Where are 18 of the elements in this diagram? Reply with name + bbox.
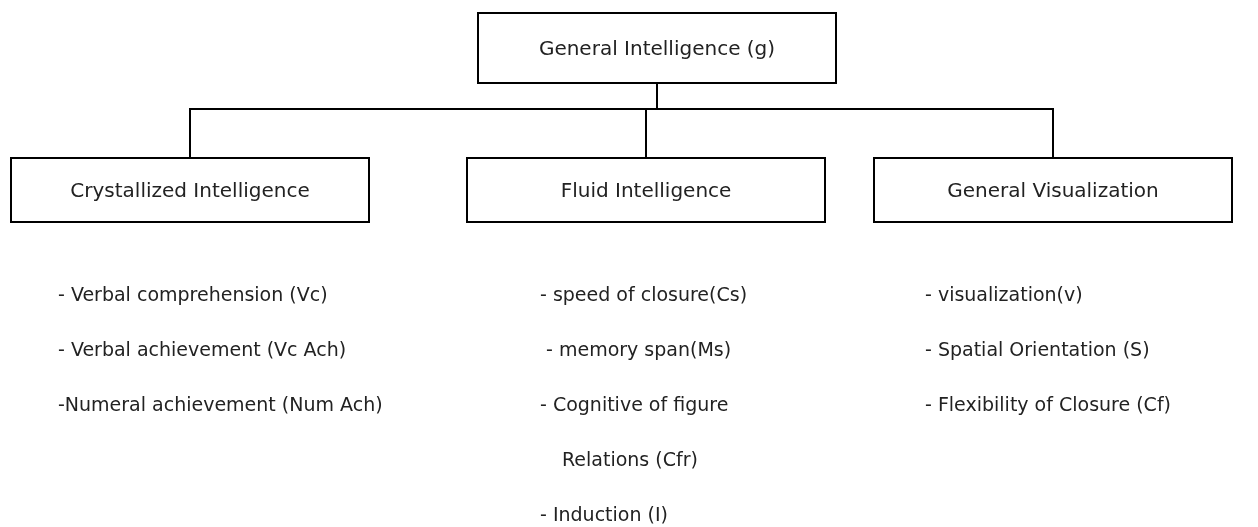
concept-box	[466, 157, 826, 223]
list-item: - visualization(v)	[925, 282, 1084, 307]
concept-box	[477, 12, 837, 84]
concept-box	[873, 157, 1233, 223]
list-item: - memory span(Ms)	[545, 337, 733, 362]
list-item: - Verbal achievement (Vc Ach)	[58, 337, 348, 362]
box-label: General Visualization	[947, 178, 1159, 202]
list-item: - speed of closure(Cs)	[540, 282, 749, 307]
list-item: - Flexibility of Closure (Cf)	[925, 392, 1172, 417]
list-item: - Verbal comprehension (Vc)	[58, 282, 329, 307]
list-item: - Cognitive of figure Relations (Cfr)	[540, 392, 730, 472]
box-label: Fluid Intelligence	[560, 178, 732, 202]
concept-box	[10, 157, 370, 223]
box-label: General Intelligence (g)	[538, 36, 776, 60]
list-item: - Spatial Orientation (S)	[925, 337, 1151, 362]
list-item: -Numeral achievement (Num Ach)	[58, 392, 384, 417]
box-label: Crystallized Intelligence	[70, 178, 310, 202]
list-item: - Induction (I)	[540, 502, 669, 527]
